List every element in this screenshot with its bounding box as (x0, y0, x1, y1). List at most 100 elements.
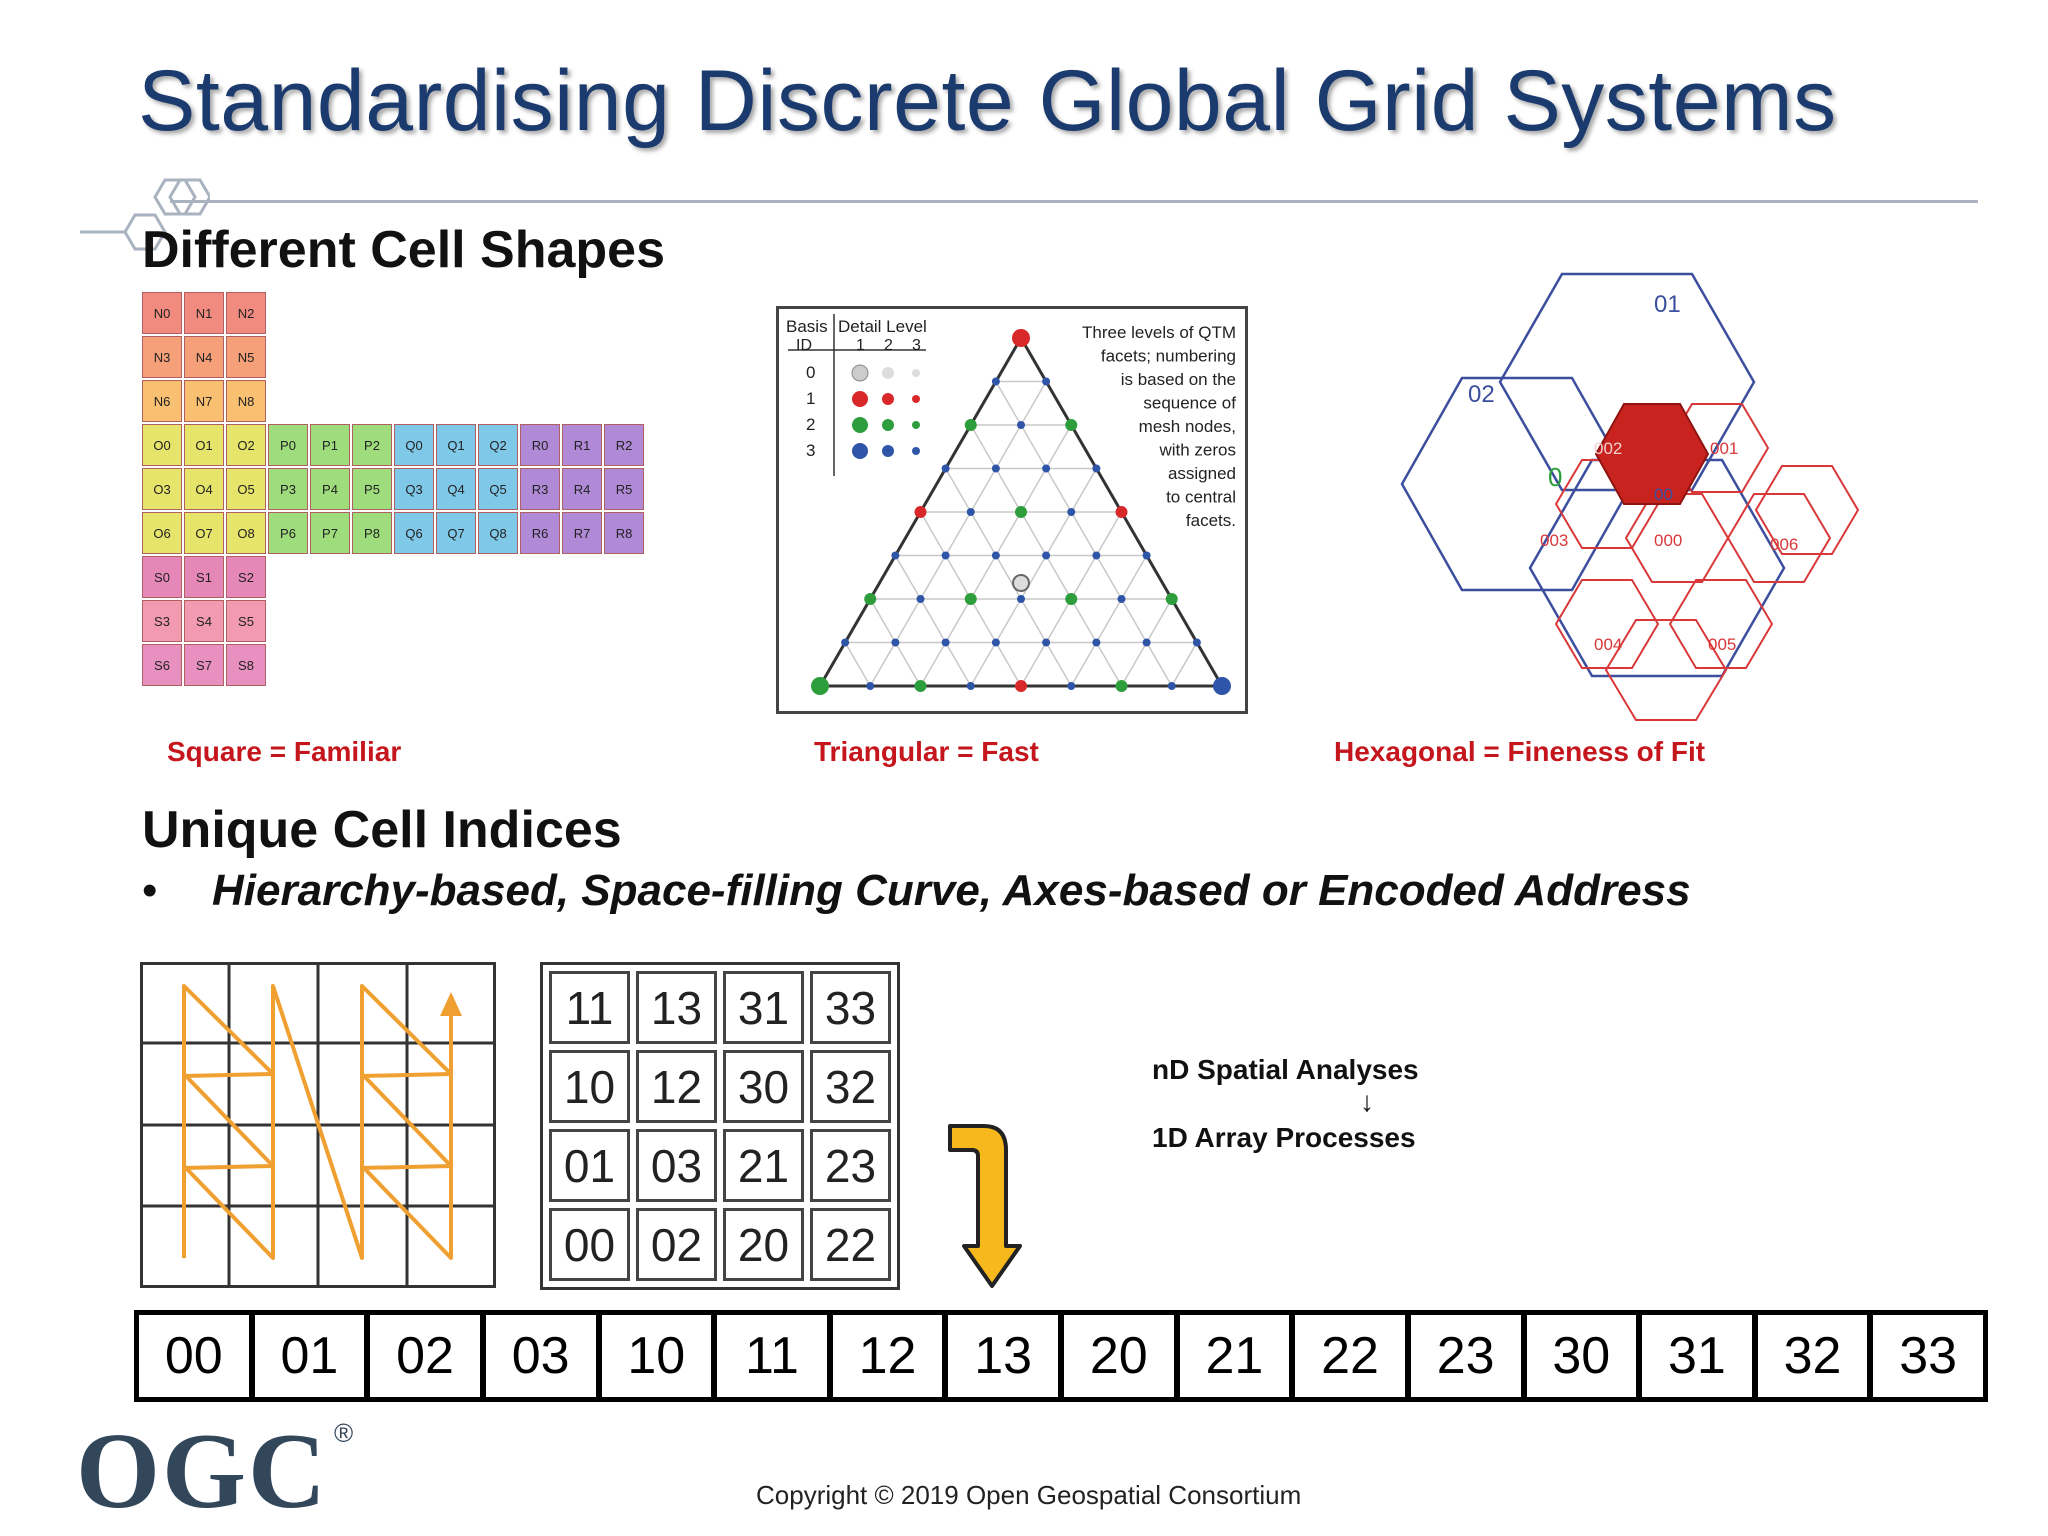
mesh-node (1012, 329, 1030, 347)
bent-down-arrow-icon (948, 1124, 1022, 1288)
legend-basis-label: Basis (786, 317, 828, 336)
square-cell-o3: O3 (142, 468, 182, 510)
square-cell-n0: N0 (142, 292, 182, 334)
section-heading-cell-indices: Unique Cell Indices (142, 801, 622, 859)
index-cell: 03 (636, 1129, 717, 1202)
square-cell-r8: R8 (604, 512, 644, 554)
square-cell-q8: Q8 (478, 512, 518, 554)
square-cell-o4: O4 (184, 468, 224, 510)
mesh-node (1115, 680, 1128, 692)
qtm-note-line: mesh nodes, (1139, 417, 1236, 436)
square-cell-q6: Q6 (394, 512, 434, 554)
index-cell: 00 (549, 1208, 630, 1281)
legend-id-1: 1 (806, 389, 815, 408)
ogc-logo: OGC (76, 1412, 329, 1531)
mesh-node (1092, 638, 1101, 647)
mesh-node (1015, 680, 1027, 692)
array-cell: 00 (164, 1327, 223, 1385)
square-cell-s8: S8 (226, 644, 266, 686)
mesh-node (1067, 682, 1076, 690)
square-cell-r5: R5 (604, 468, 644, 510)
mesh-node (1213, 677, 1231, 695)
square-cell-r6: R6 (520, 512, 560, 554)
qtm-note-line: sequence of (1143, 394, 1236, 413)
index-cell: 02 (636, 1208, 717, 1281)
square-cell-q1: Q1 (436, 424, 476, 466)
square-cell-r4: R4 (562, 468, 602, 510)
square-cell-q2: Q2 (478, 424, 518, 466)
square-cell-o0: O0 (142, 424, 182, 466)
square-cell-r0: R0 (520, 424, 560, 466)
bullet-text: Hierarchy-based, Space-filling Curve, Ax… (212, 866, 1691, 915)
array-cell: 32 (1751, 1315, 1868, 1397)
mesh-node (941, 551, 950, 560)
highlighted-hex-cell (1594, 403, 1710, 505)
square-cell-s0: S0 (142, 556, 182, 598)
hex-label-02: 02 (1468, 381, 1495, 408)
array-cell: 02 (364, 1315, 480, 1397)
square-cell-s2: S2 (226, 556, 266, 598)
legend-level-1: 1 (856, 337, 865, 354)
mesh-node (891, 638, 900, 647)
legend-id-label: ID (796, 337, 812, 354)
array-cell: 10 (595, 1315, 712, 1397)
array-cell: 20 (1058, 1315, 1174, 1397)
square-cell-r3: R3 (520, 468, 560, 510)
mesh-node (1092, 551, 1101, 560)
array-cell: 11 (711, 1315, 827, 1397)
mesh-node (941, 638, 950, 647)
square-cell-p0: P0 (268, 424, 308, 466)
mesh-node (964, 419, 977, 431)
square-cell-n6: N6 (142, 380, 182, 422)
hex-label-001: 001 (1710, 439, 1738, 458)
square-cell-o7: O7 (184, 512, 224, 554)
mesh-node (1042, 638, 1051, 647)
index-cell: 21 (723, 1129, 804, 1202)
qtm-note-line: is based on the (1121, 370, 1236, 389)
registered-mark: ® (334, 1418, 354, 1448)
index-cell: 22 (810, 1208, 891, 1281)
square-cell-n5: N5 (226, 336, 266, 378)
hex-label-00: 00 (1654, 485, 1673, 504)
square-cell-n7: N7 (184, 380, 224, 422)
array-cell: 21 (1173, 1315, 1290, 1397)
square-cell-s4: S4 (184, 600, 224, 642)
triangle-qtm-figure: Basis ID Detail Level 1 2 3 0 1 2 3 Thre… (776, 306, 1248, 714)
down-arrow-icon: ↓ (1360, 1086, 1374, 1117)
mesh-node (866, 682, 875, 690)
caption-hexagonal: Hexagonal = Fineness of Fit (1334, 736, 1706, 767)
qtm-note-line: assigned (1168, 464, 1236, 483)
legend-dots (851, 364, 920, 459)
mesh-node (1065, 593, 1078, 605)
mesh-node (1065, 419, 1078, 431)
array-cell: 22 (1289, 1315, 1405, 1397)
array-cell: 30 (1520, 1315, 1637, 1397)
mesh-node (991, 377, 1000, 386)
1d-array-label: 1D Array Processes (1152, 1122, 1416, 1153)
square-cell-s7: S7 (184, 644, 224, 686)
square-cell-r7: R7 (562, 512, 602, 554)
square-cell-s5: S5 (226, 600, 266, 642)
square-cell-r1: R1 (562, 424, 602, 466)
square-cell-o6: O6 (142, 512, 182, 554)
mesh-node (841, 638, 850, 647)
mesh-node (1165, 593, 1178, 605)
mesh-node (1192, 638, 1201, 647)
hex-label-004: 004 (1594, 635, 1622, 654)
array-cell: 13 (942, 1315, 1058, 1397)
caption-triangular: Triangular = Fast (814, 736, 1039, 767)
hex-label-002: 002 (1594, 439, 1622, 458)
qtm-note-line: with zeros (1158, 441, 1236, 460)
array-cell: 31 (1636, 1315, 1752, 1397)
mesh-node (1017, 421, 1025, 429)
square-cell-p6: P6 (268, 512, 308, 554)
mesh-node (941, 464, 950, 473)
qtm-note-line: Three levels of QTM (1082, 323, 1236, 342)
mesh-node (991, 464, 1000, 473)
index-cell: 11 (549, 971, 630, 1044)
bullet-item: •Hierarchy-based, Space-filling Curve, A… (142, 866, 1691, 916)
legend-level-2: 2 (884, 337, 893, 354)
curve-arrowhead-icon (440, 992, 462, 1016)
mesh-node (1115, 506, 1128, 518)
